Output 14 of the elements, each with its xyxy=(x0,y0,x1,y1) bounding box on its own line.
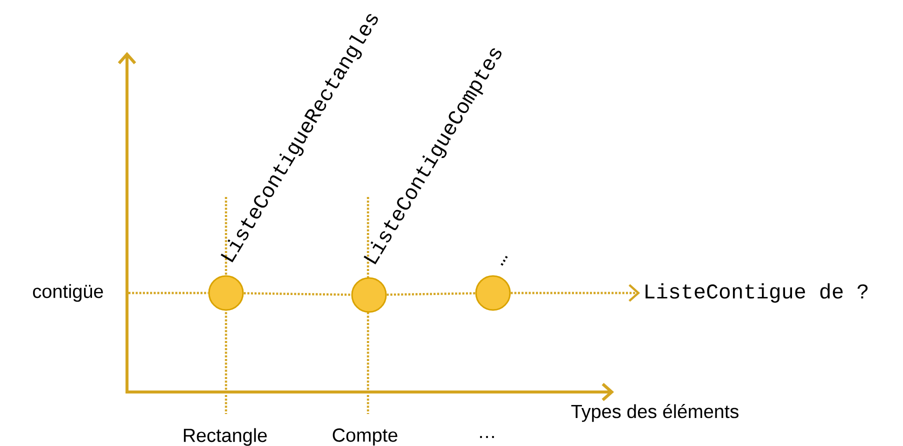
rotated-label: … xyxy=(500,256,508,266)
axis-label: Compte xyxy=(332,428,398,446)
axis-label: contigüe xyxy=(33,284,103,302)
ball xyxy=(351,277,387,313)
ball xyxy=(475,275,511,311)
connector xyxy=(128,292,208,294)
axis-label: … xyxy=(480,436,494,438)
axis-label: Types des éléments xyxy=(571,404,738,422)
connector xyxy=(510,284,640,302)
connector xyxy=(244,292,352,296)
axis-label: Rectangle xyxy=(184,428,267,446)
connector xyxy=(386,292,476,296)
code-text: ListeContigue de ? xyxy=(646,283,868,303)
ball xyxy=(208,275,244,311)
